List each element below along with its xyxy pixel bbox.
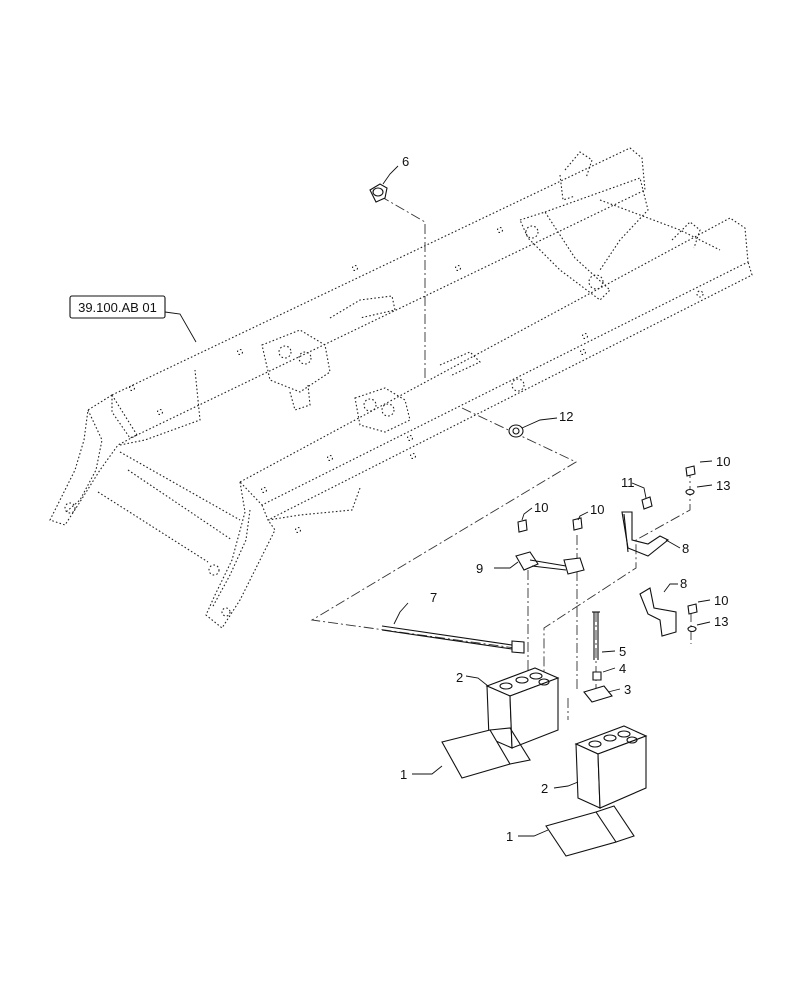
battery-part-2-b (574, 725, 648, 809)
callout-13-a: 13 (716, 478, 730, 493)
washer-part-13-b (687, 625, 697, 633)
bushing-part-6 (369, 183, 388, 203)
nut-part-10-a (685, 465, 696, 477)
callout-11: 11 (621, 475, 635, 490)
callout-5: 5 (619, 644, 626, 659)
strap-part-8-b (639, 587, 677, 637)
callout-2-a: 2 (456, 670, 463, 685)
callout-12: 12 (559, 409, 573, 424)
battery-cable-part-7 (381, 625, 525, 654)
battery-part-2-a (485, 667, 560, 749)
nut-part-4 (592, 671, 602, 681)
callout-numbers: 6 12 11 10 13 10 10 8 9 7 8 10 13 5 4 3 … (400, 154, 730, 844)
callout-6: 6 (402, 154, 409, 169)
callout-2-b: 2 (541, 781, 548, 796)
grommet-part-12 (508, 424, 524, 438)
callout-7: 7 (430, 590, 437, 605)
jumper-cable-part-9 (515, 551, 585, 575)
tray-part-1-b (545, 805, 635, 857)
strap-part-8-a (621, 511, 670, 557)
rod-part-5 (592, 611, 600, 660)
callout-10-b: 10 (534, 500, 548, 515)
callout-4: 4 (619, 661, 626, 676)
callout-1-b: 1 (506, 829, 513, 844)
callout-10-c: 10 (590, 502, 604, 517)
nut-part-10-b (517, 519, 528, 533)
callout-9: 9 (476, 561, 483, 576)
reference-label: 39.100.AB 01 (78, 300, 157, 315)
stud-part-11 (641, 496, 653, 510)
nut-part-10-d (687, 603, 698, 615)
reference-box: 39.100.AB 01 (69, 295, 166, 319)
callout-13-b: 13 (714, 614, 728, 629)
leader-lines (164, 165, 713, 837)
callout-8-a: 8 (682, 541, 689, 556)
clamp-part-3 (583, 685, 613, 703)
washer-part-13-a (685, 488, 695, 496)
callout-8-b: 8 (680, 576, 687, 591)
tray-part-1-a (441, 727, 531, 779)
nut-part-10-c (572, 517, 583, 531)
reference-box-frame (69, 295, 166, 319)
callout-1-a: 1 (400, 767, 407, 782)
callout-10-a: 10 (716, 454, 730, 469)
callout-3: 3 (624, 682, 631, 697)
callout-10-d: 10 (714, 593, 728, 608)
assembly-lines (310, 195, 692, 720)
chassis-frame (49, 147, 753, 629)
